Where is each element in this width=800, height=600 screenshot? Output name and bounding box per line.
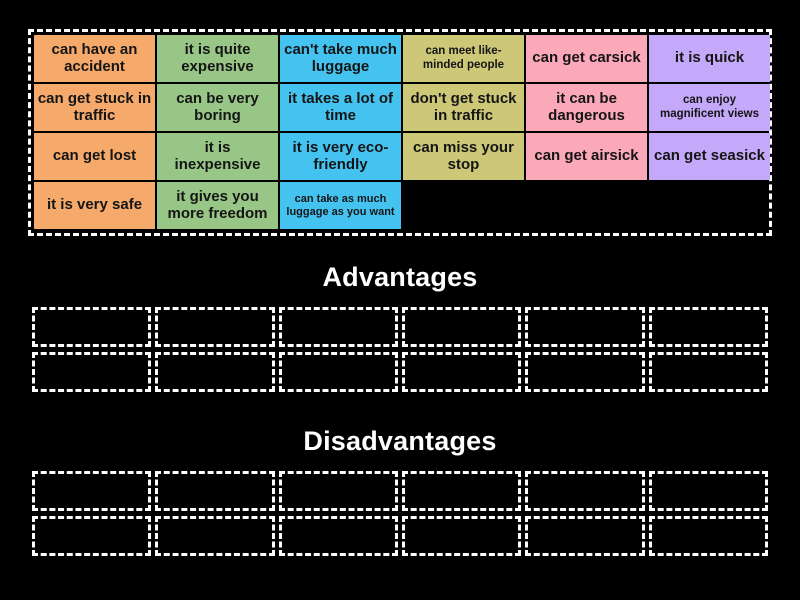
dropzone-advantages[interactable] <box>32 352 152 392</box>
answer-tile[interactable]: can have an accident <box>34 35 155 82</box>
answer-tile[interactable]: can't take much luggage <box>280 35 401 82</box>
answer-tile[interactable]: can meet like-minded people <box>403 35 524 82</box>
dropzone-disadvantages[interactable] <box>32 516 152 556</box>
dropzone-disadvantages[interactable] <box>278 516 398 556</box>
dropzone-advantages[interactable] <box>402 352 522 392</box>
dropzone-disadvantages[interactable] <box>155 471 275 511</box>
answer-tile[interactable]: it is very safe <box>34 182 155 229</box>
answer-tile[interactable]: can get lost <box>34 133 155 180</box>
answer-tile[interactable]: it is quite expensive <box>157 35 278 82</box>
answer-tile[interactable]: can be very boring <box>157 84 278 131</box>
answer-tile[interactable]: it can be dangerous <box>526 84 647 131</box>
answer-tile[interactable]: can take as much luggage as you want <box>280 182 401 229</box>
tile-slot-empty <box>649 182 770 229</box>
dropzone-disadvantages[interactable] <box>278 471 398 511</box>
answer-tile[interactable]: can get stuck in traffic <box>34 84 155 131</box>
dropzone-advantages[interactable] <box>402 307 522 347</box>
dropzone-advantages[interactable] <box>525 307 645 347</box>
answer-tile[interactable]: can get airsick <box>526 133 647 180</box>
dropzone-disadvantages[interactable] <box>525 516 645 556</box>
dropzone-advantages[interactable] <box>525 352 645 392</box>
answer-tile[interactable]: can get carsick <box>526 35 647 82</box>
dropzone-group-advantages <box>32 307 768 392</box>
dropzone-disadvantages[interactable] <box>648 471 768 511</box>
dropzone-group-disadvantages <box>32 471 768 556</box>
dropzone-advantages[interactable] <box>278 307 398 347</box>
dropzone-disadvantages[interactable] <box>402 516 522 556</box>
answer-tile[interactable]: it is quick <box>649 35 770 82</box>
dropzone-disadvantages[interactable] <box>155 516 275 556</box>
answer-tile[interactable]: it takes a lot of time <box>280 84 401 131</box>
answer-tile[interactable]: it is very eco-friendly <box>280 133 401 180</box>
section-title-advantages: Advantages <box>322 262 478 292</box>
answer-tile[interactable]: can miss your stop <box>403 133 524 180</box>
dropzone-advantages[interactable] <box>648 307 768 347</box>
dropzone-disadvantages[interactable] <box>525 471 645 511</box>
dropzone-disadvantages[interactable] <box>32 471 152 511</box>
dropzone-disadvantages[interactable] <box>402 471 522 511</box>
dropzone-advantages[interactable] <box>32 307 152 347</box>
tile-slot-empty <box>526 182 647 229</box>
dropzone-advantages[interactable] <box>155 307 275 347</box>
answer-tile[interactable]: can get seasick <box>649 133 770 180</box>
dropzone-advantages[interactable] <box>155 352 275 392</box>
answer-tile[interactable]: can enjoy magnificent views <box>649 84 770 131</box>
section-title-disadvantages: Disadvantages <box>303 426 497 456</box>
dropzone-disadvantages[interactable] <box>648 516 768 556</box>
answer-tile[interactable]: it gives you more freedom <box>157 182 278 229</box>
dropzone-advantages[interactable] <box>648 352 768 392</box>
dropzone-advantages[interactable] <box>278 352 398 392</box>
tile-slot-empty <box>403 182 524 229</box>
answer-tile[interactable]: don't get stuck in traffic <box>403 84 524 131</box>
answer-tile[interactable]: it is inexpensive <box>157 133 278 180</box>
